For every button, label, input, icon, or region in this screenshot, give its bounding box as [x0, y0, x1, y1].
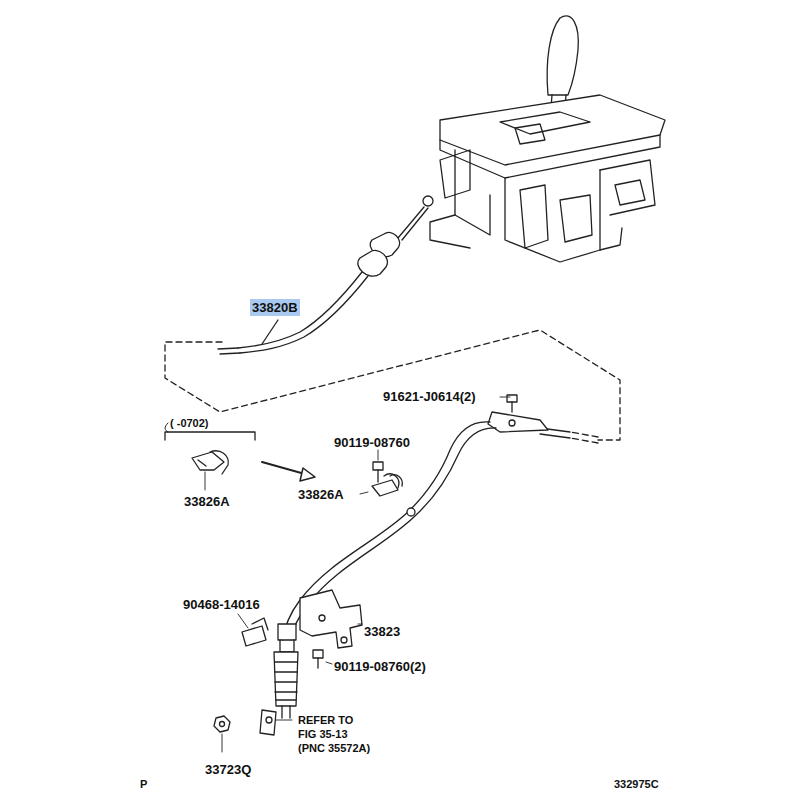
callout-number: 33826A — [298, 487, 344, 502]
applicability-note: ( -0702) — [170, 416, 209, 431]
callout-number: 90119-08760(2) — [334, 659, 426, 674]
reference-note: (PNC 35572A) — [298, 741, 370, 756]
reference-note: FIG 35-13 — [298, 727, 348, 742]
callout-number: 90119-08760 — [334, 435, 410, 450]
callout-number: 33826A — [184, 494, 230, 509]
callout-number: 90468-14016 — [183, 597, 260, 612]
reference-note: REFER TO — [298, 713, 353, 728]
callout-number: 33820B — [250, 299, 300, 316]
callout-number: 33723Q — [205, 762, 251, 777]
figure-number: 332975C — [614, 777, 659, 792]
callout-number: 33823 — [364, 624, 400, 639]
callout-number: 91621-J0614(2) — [383, 389, 476, 404]
page-mark: P — [140, 777, 147, 792]
